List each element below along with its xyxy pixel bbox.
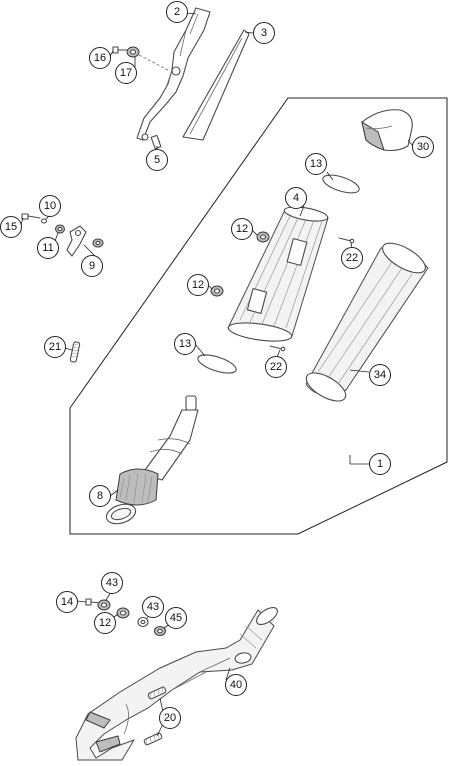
svg-text:13: 13 bbox=[310, 158, 322, 170]
callout-14: 14 bbox=[56, 591, 78, 613]
callout-43-lower: 43 bbox=[142, 596, 164, 618]
callout-43-upper: 43 bbox=[101, 572, 123, 594]
callout-13-lower: 13 bbox=[174, 333, 196, 355]
svg-text:11: 11 bbox=[42, 242, 53, 254]
small-screw-lower bbox=[269, 345, 286, 352]
small-washer-part bbox=[40, 218, 48, 224]
svg-text:14: 14 bbox=[61, 596, 73, 608]
washer-part bbox=[126, 46, 140, 58]
svg-text:12: 12 bbox=[192, 279, 204, 291]
callout-21: 21 bbox=[44, 336, 66, 358]
svg-text:22: 22 bbox=[346, 252, 358, 264]
svg-text:2: 2 bbox=[174, 6, 180, 18]
spring-part-20-lower bbox=[143, 731, 163, 746]
end-pipe-part bbox=[105, 395, 199, 525]
silencer-tube-part bbox=[227, 206, 329, 342]
callout-2: 2 bbox=[166, 1, 188, 23]
svg-text:13: 13 bbox=[179, 338, 191, 350]
nut-part-12-bottom bbox=[116, 607, 130, 619]
svg-text:16: 16 bbox=[94, 52, 106, 64]
svg-text:12: 12 bbox=[236, 223, 248, 235]
svg-text:43: 43 bbox=[147, 601, 159, 613]
svg-text:20: 20 bbox=[164, 712, 176, 724]
callout-12-middle: 12 bbox=[187, 274, 209, 296]
screw-part bbox=[150, 134, 162, 150]
callout-12-upper: 12 bbox=[231, 218, 253, 240]
callout-8: 8 bbox=[89, 485, 111, 507]
o-ring-lower bbox=[197, 354, 237, 374]
svg-text:45: 45 bbox=[170, 612, 182, 624]
callout-4: 4 bbox=[285, 187, 307, 209]
svg-text:40: 40 bbox=[230, 679, 242, 691]
nut-part-45 bbox=[154, 626, 166, 636]
callout-11: 11 bbox=[37, 237, 59, 259]
callout-17: 17 bbox=[115, 62, 137, 84]
washer-part-43-lower bbox=[137, 616, 149, 628]
callout-5: 5 bbox=[146, 149, 168, 171]
callout-15: 15 bbox=[0, 216, 22, 238]
svg-text:3: 3 bbox=[261, 27, 267, 39]
svg-text:22: 22 bbox=[270, 361, 282, 373]
callout-30: 30 bbox=[412, 136, 434, 158]
svg-text:9: 9 bbox=[89, 260, 95, 272]
svg-text:12: 12 bbox=[99, 617, 111, 629]
nut-part-12-upper bbox=[256, 231, 270, 243]
nut-part bbox=[55, 224, 65, 234]
silencer-packing-part bbox=[305, 242, 429, 402]
callout-40: 40 bbox=[225, 674, 247, 696]
callout-3: 3 bbox=[253, 22, 275, 44]
header-pipe-part bbox=[75, 606, 278, 761]
callout-13-upper: 13 bbox=[305, 153, 327, 175]
svg-text:8: 8 bbox=[97, 490, 103, 502]
callout-22-upper: 22 bbox=[341, 247, 363, 269]
svg-text:4: 4 bbox=[293, 192, 299, 204]
svg-text:21: 21 bbox=[49, 341, 61, 353]
callout-10: 10 bbox=[39, 195, 61, 217]
callout-45: 45 bbox=[165, 607, 187, 629]
spring-part-20-upper bbox=[147, 685, 167, 700]
assembly-frame bbox=[69, 97, 448, 535]
clamp-screw-part bbox=[21, 213, 41, 220]
svg-text:1: 1 bbox=[377, 458, 383, 470]
svg-text:43: 43 bbox=[106, 577, 118, 589]
clamp-part bbox=[66, 225, 104, 257]
svg-text:30: 30 bbox=[417, 141, 429, 153]
svg-text:10: 10 bbox=[44, 200, 56, 212]
small-screw-upper bbox=[338, 237, 355, 244]
washer-part-43-upper bbox=[97, 599, 111, 611]
o-ring-upper bbox=[322, 174, 360, 194]
bracket-part bbox=[136, 7, 211, 141]
callout-1: 1 bbox=[369, 453, 391, 475]
svg-text:15: 15 bbox=[5, 221, 17, 233]
nut-part-12-lower bbox=[210, 285, 224, 297]
spring-part-21 bbox=[69, 341, 81, 363]
callout-34: 34 bbox=[369, 364, 391, 386]
end-cap-part bbox=[361, 109, 413, 152]
callout-16: 16 bbox=[89, 47, 111, 69]
callout-20: 20 bbox=[159, 707, 181, 729]
callout-9: 9 bbox=[81, 255, 103, 277]
svg-text:5: 5 bbox=[154, 154, 160, 166]
svg-text:17: 17 bbox=[120, 67, 132, 79]
svg-text:34: 34 bbox=[374, 369, 386, 381]
callout-22-lower: 22 bbox=[265, 356, 287, 378]
callout-12-lower: 12 bbox=[94, 612, 116, 634]
bolt-part bbox=[112, 46, 129, 54]
